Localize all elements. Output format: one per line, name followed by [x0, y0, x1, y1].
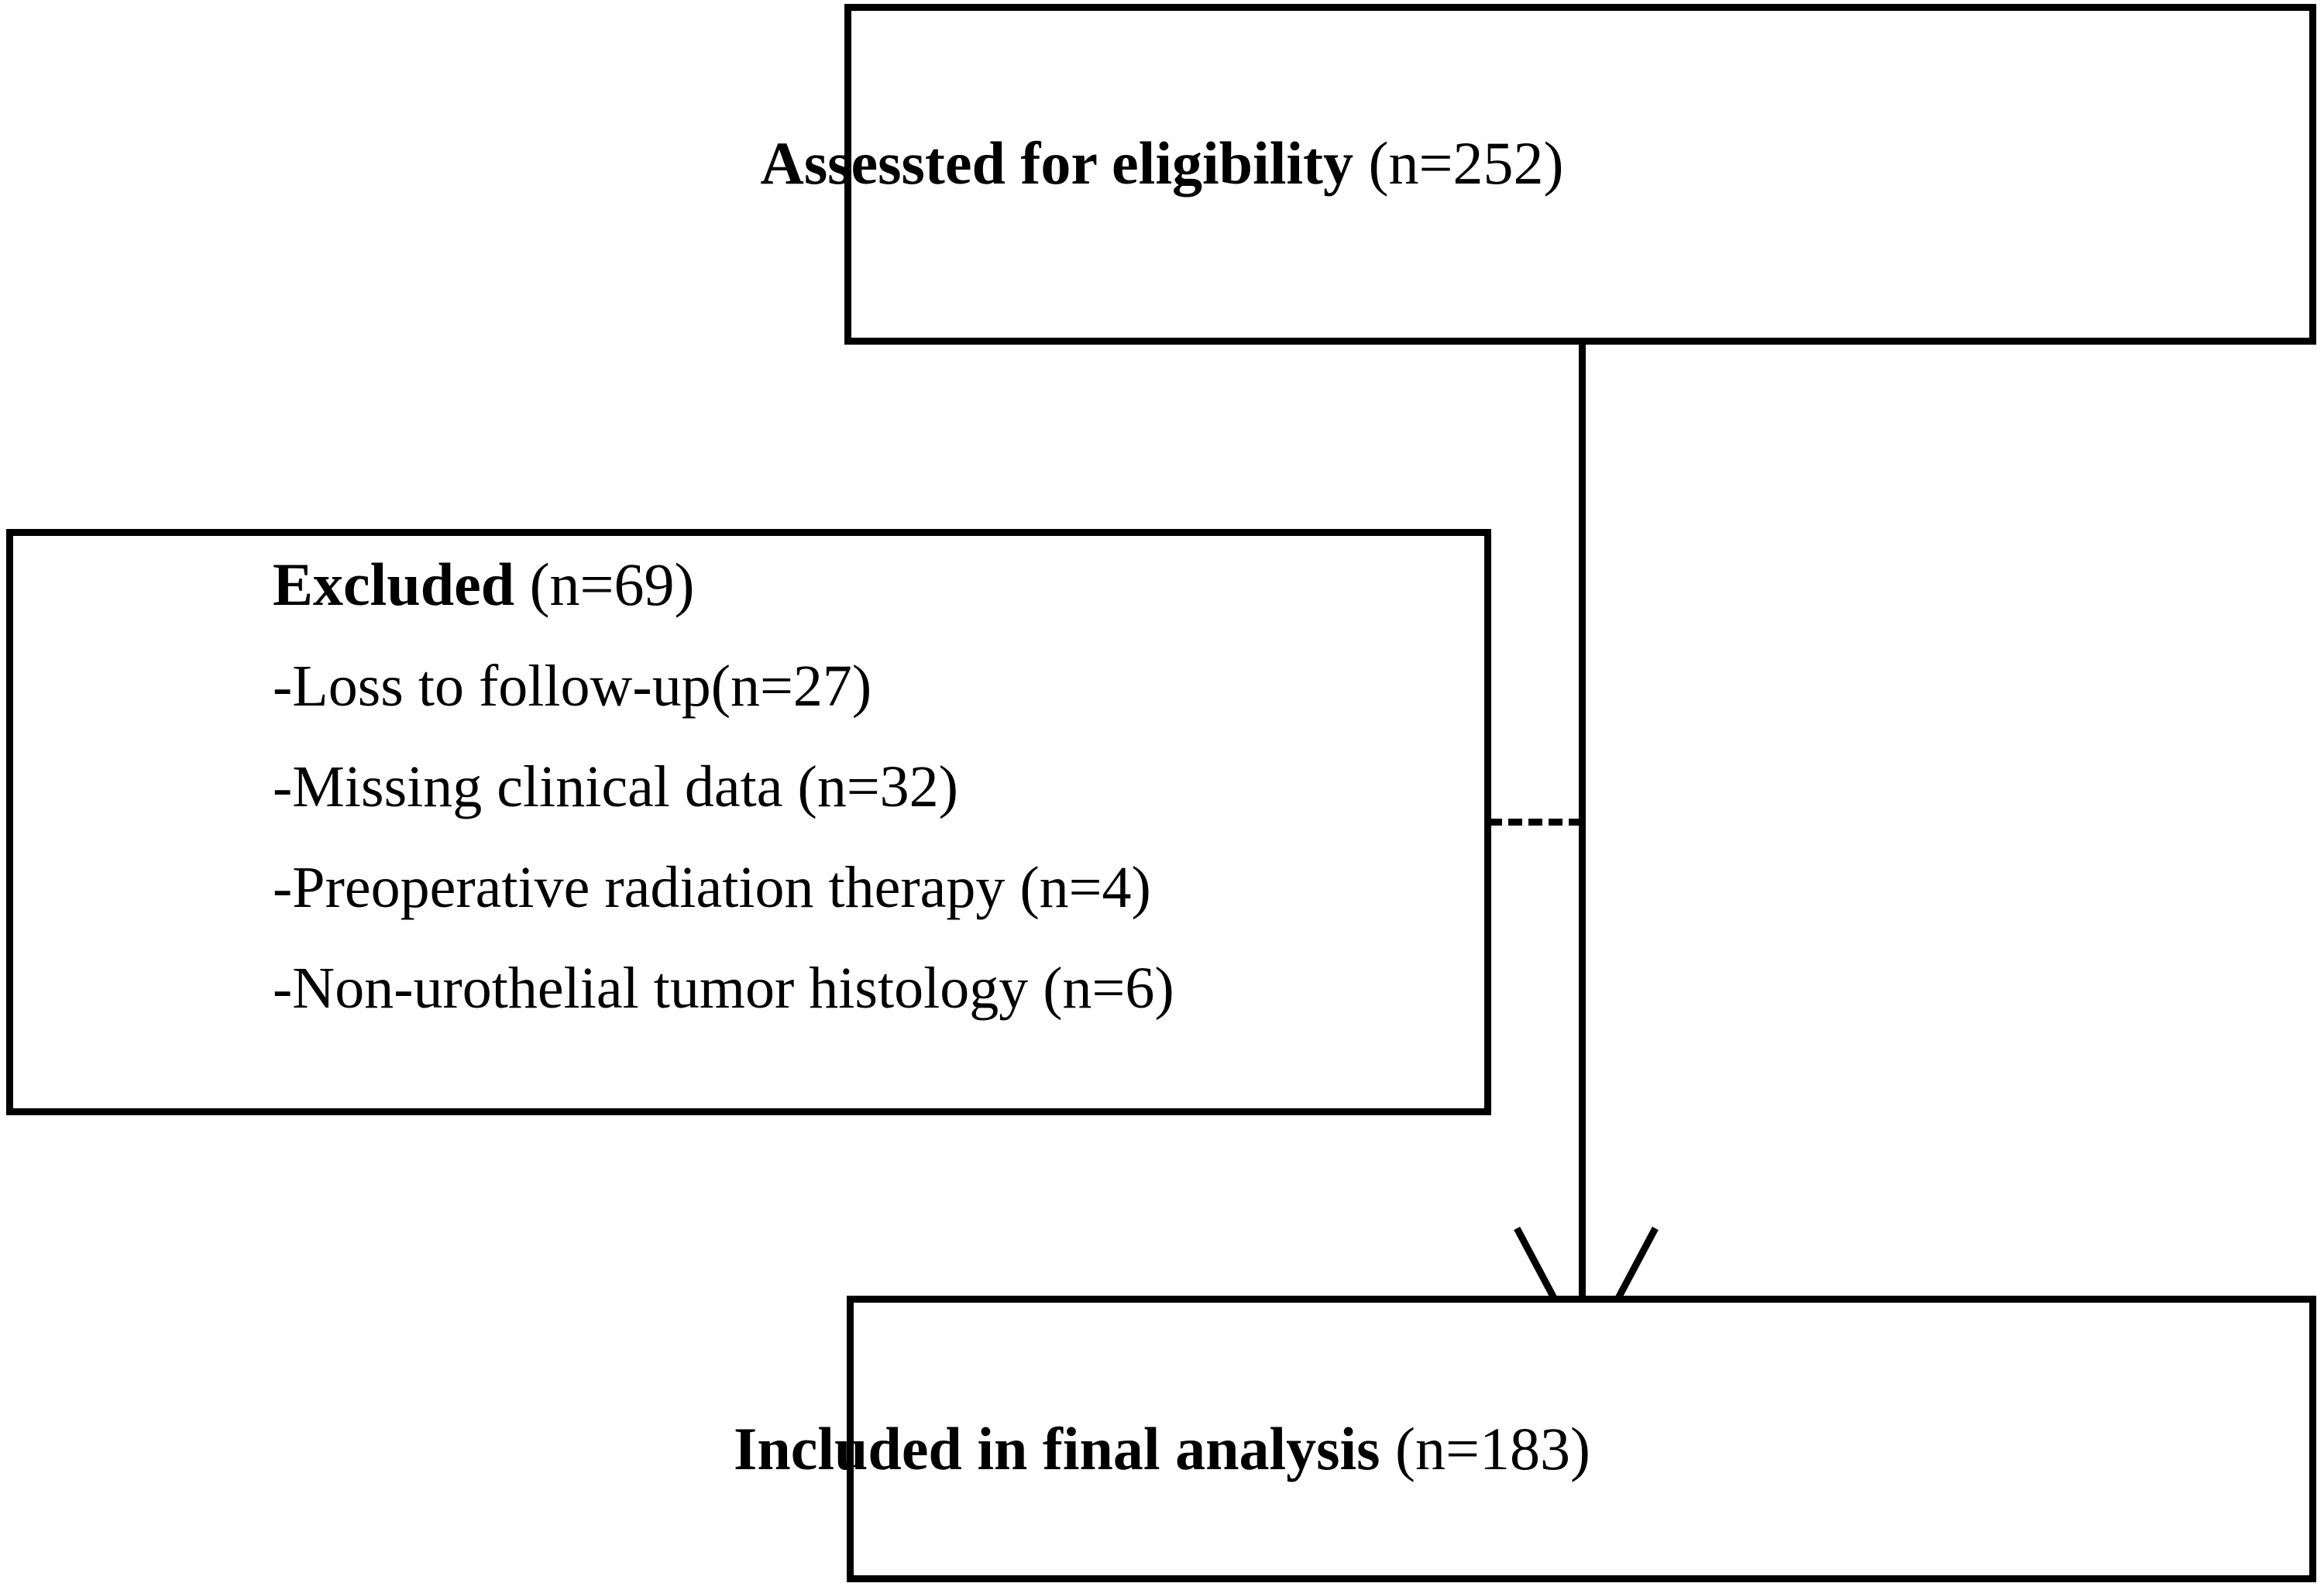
- excluded-heading-bold: Excluded: [273, 551, 515, 618]
- excluded-heading-count: (n=69): [514, 551, 695, 618]
- assessed-label-row: Assessted for eligibility (n=252): [0, 132, 2324, 195]
- dashed-exclusion-connector: [1488, 819, 1583, 826]
- excluded-reason-item: -Loss to follow-up(n=27): [273, 654, 872, 719]
- excluded-reason-item: -Preoperative radiation therapy (n=4): [273, 855, 1151, 920]
- node-included-in-final-analysis: [847, 1296, 2316, 1582]
- excluded-reason-item: -Non-urothelial tumor histology (n=6): [273, 956, 1174, 1021]
- assessed-label-count: (n=252): [1353, 129, 1564, 197]
- excluded-reason-item: -Missing clinical data (n=32): [273, 754, 958, 819]
- included-label-row: Included in final analysis (n=183): [0, 1417, 2324, 1481]
- excluded-content: Excluded (n=69) -Loss to follow-up(n=27)…: [273, 555, 1481, 1018]
- included-label-count: (n=183): [1380, 1415, 1590, 1482]
- included-label-bold: Included in final analysis: [734, 1415, 1380, 1482]
- assessed-label-bold: Assessted for eligibility: [760, 129, 1354, 197]
- excluded-heading-row: Excluded (n=69): [273, 555, 1481, 615]
- node-assessed-for-eligibility: [844, 4, 2316, 345]
- node-excluded: [6, 529, 1491, 1115]
